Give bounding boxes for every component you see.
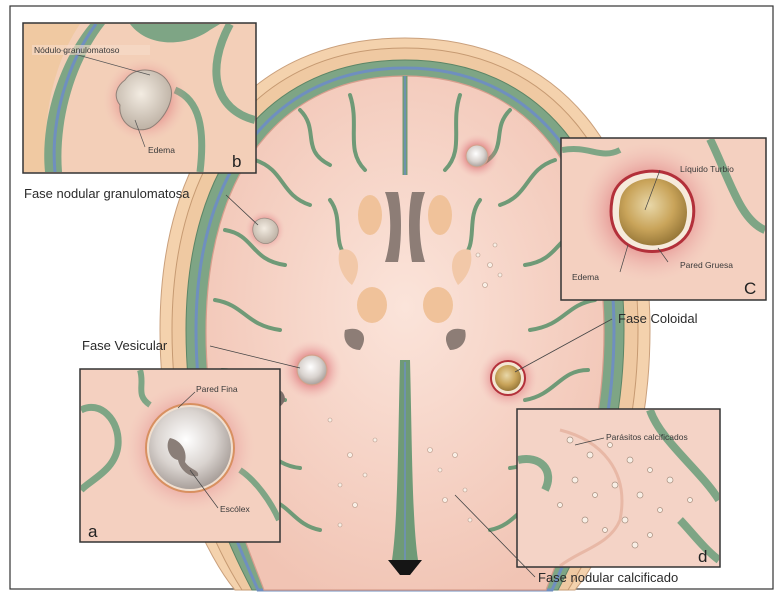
inset-c-pared-label: Pared Gruesa	[680, 260, 733, 270]
lesion-top-right	[455, 134, 499, 178]
inset-d-parasitos-label: Parásitos calcificados	[606, 432, 688, 442]
inset-b-letter: b	[232, 152, 241, 171]
inset-b-edema-label: Edema	[148, 145, 175, 155]
lesion-colloidal	[478, 348, 538, 408]
inset-c-liquido-label: Líquido Turbio	[680, 164, 734, 174]
inset-c: Líquido Turbio Edema Pared Gruesa C	[561, 138, 766, 300]
label-fase-granulomatosa: Fase nodular granulomatosa	[24, 186, 190, 201]
inset-c-letter: C	[744, 279, 756, 298]
inset-b: Nódulo granulomatoso Edema b	[23, 23, 256, 173]
label-fase-calcificado: Fase nodular calcificado	[538, 570, 678, 585]
inset-b-nodulo-label: Nódulo granulomatoso	[34, 45, 120, 55]
inset-d-letter: d	[698, 547, 707, 566]
inset-a-letter: a	[88, 522, 98, 541]
lesion-granulomatous	[245, 210, 285, 250]
inset-c-edema-label: Edema	[572, 272, 599, 282]
inset-a: Pared Fina Escólex a	[80, 369, 280, 542]
label-fase-vesicular: Fase Vesicular	[82, 338, 168, 353]
inset-d: Parásitos calcificados d	[517, 409, 720, 567]
inset-a-pared-label: Pared Fina	[196, 384, 238, 394]
label-fase-coloidal: Fase Coloidal	[618, 311, 698, 326]
inset-a-escolex-label: Escólex	[220, 504, 251, 514]
lesion-vesicular	[282, 340, 342, 400]
